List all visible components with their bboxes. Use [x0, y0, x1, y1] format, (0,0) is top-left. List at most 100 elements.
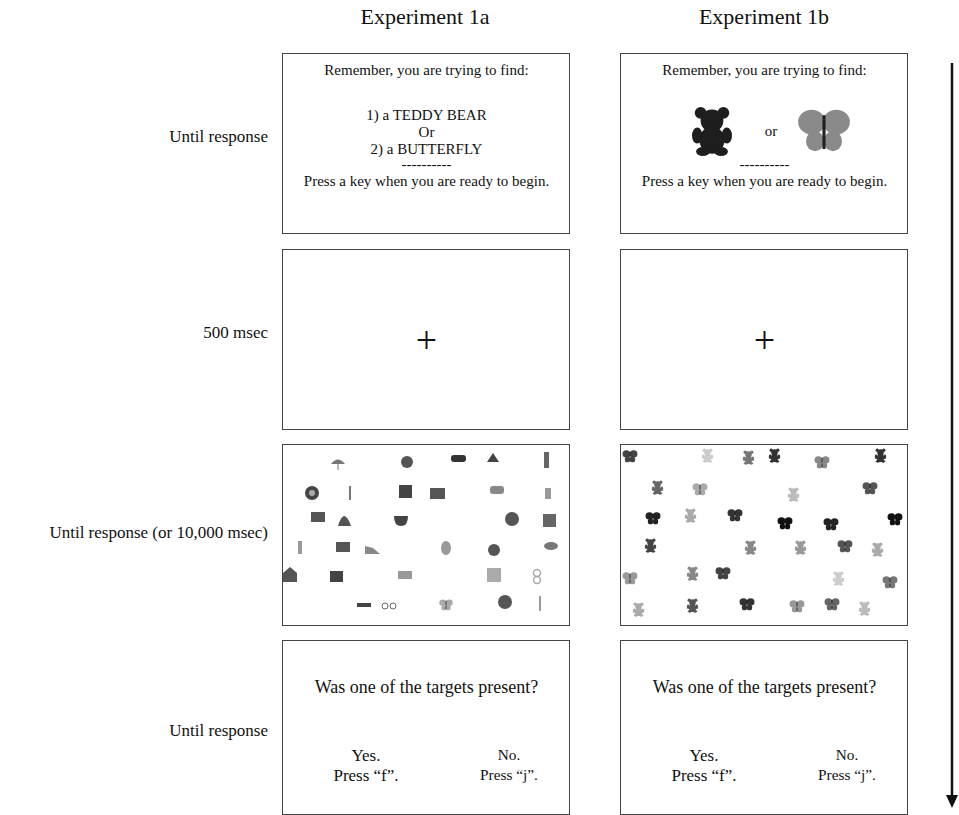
response-screen: Was one of the targets present?Yes.Press…	[282, 640, 570, 815]
response-option: Yes.	[306, 746, 426, 766]
bottle-object	[545, 488, 551, 499]
fixation-cross: +	[288, 319, 565, 361]
clock-object	[487, 568, 501, 582]
instruction-text: Press a key when you are ready to begin.	[301, 172, 552, 190]
butterfly-object	[815, 456, 830, 468]
box-object	[398, 571, 412, 579]
fixation-cross: +	[626, 319, 903, 361]
separator-text: ----------	[288, 155, 565, 173]
instruction-text: or	[746, 122, 796, 140]
butterfly-object	[740, 598, 755, 610]
column-header: Experiment 1a	[361, 4, 490, 30]
tire-object	[309, 490, 315, 496]
target-array	[623, 449, 903, 617]
butterfly-picture	[798, 110, 850, 152]
phone-object	[490, 486, 504, 494]
bike-object	[382, 603, 388, 609]
duration-label: Until response	[169, 126, 268, 147]
search-display-frame	[621, 445, 908, 626]
response-key: Press “f”.	[306, 766, 426, 786]
time-arrowhead	[946, 795, 958, 808]
object-array	[283, 452, 558, 611]
search-display-frame	[283, 445, 570, 626]
phone-object	[330, 571, 343, 582]
response-option: No.	[449, 746, 569, 764]
apple-object	[401, 456, 413, 468]
target-name: 2) a BUTTERFLY	[288, 140, 565, 158]
key-object	[349, 486, 351, 500]
box-object	[399, 485, 412, 498]
response-option: Yes.	[644, 746, 764, 766]
fixation-screen: +	[282, 249, 570, 430]
bowl-object	[394, 516, 408, 526]
butterfly-object	[863, 482, 878, 494]
duration-label: 500 msec	[203, 322, 268, 343]
response-option: No.	[787, 746, 907, 764]
instruction-text: Or	[288, 123, 565, 141]
tire-object	[305, 486, 319, 500]
figure-object	[298, 541, 302, 554]
butterfly-object	[439, 599, 452, 610]
butterfly-object	[824, 518, 839, 530]
umbrella-object	[338, 464, 339, 470]
key-object	[539, 596, 541, 611]
teddy-object	[745, 541, 756, 555]
fixation-screen: +	[620, 249, 908, 430]
response-key: Press “j”.	[449, 766, 569, 784]
column-header: Experiment 1b	[699, 4, 829, 30]
butterfly-object	[728, 509, 743, 521]
fin-object	[338, 516, 351, 526]
teddy-object	[769, 449, 780, 463]
ring-object	[534, 577, 541, 584]
duration-label: Until response (or 10,000 msec)	[49, 522, 268, 543]
bike-object	[390, 603, 396, 609]
teddy-object	[872, 543, 883, 557]
instruction-text: Remember, you are trying to find:	[288, 61, 565, 79]
teddy-object	[645, 539, 656, 553]
teddy-object	[743, 451, 754, 465]
teddy-object	[687, 599, 698, 613]
teddy-object	[702, 449, 713, 463]
duration-label: Until response	[169, 720, 268, 741]
umbrella-object	[331, 460, 345, 465]
butterfly-object	[883, 576, 898, 588]
teddy-object	[633, 603, 644, 617]
teddy-object	[795, 541, 806, 555]
target-name: 1) a TEDDY BEAR	[288, 106, 565, 124]
camera-object	[336, 542, 350, 552]
teddy-object	[652, 481, 663, 495]
teddy-object	[859, 602, 870, 616]
bottle-object	[544, 452, 549, 468]
house-object	[283, 567, 297, 582]
hat-object	[487, 453, 499, 462]
gun-object	[357, 603, 371, 607]
gamepad-object	[451, 455, 466, 462]
butterfly-object	[716, 567, 731, 579]
teddy-object	[685, 509, 696, 523]
instruction-screen: Remember, you are trying to find:or-----…	[620, 53, 908, 234]
butterfly-object	[623, 450, 638, 462]
response-screen: Was one of the targets present?Yes.Press…	[620, 640, 908, 815]
frame-object	[543, 514, 556, 527]
mask-object	[441, 541, 451, 555]
butterfly-object	[693, 483, 708, 495]
instruction-screen: Remember, you are trying to find: 1) a TE…	[282, 53, 570, 234]
question-text: Was one of the targets present?	[288, 676, 565, 698]
response-key: Press “f”.	[644, 766, 764, 786]
teddy-object	[833, 572, 844, 586]
instruction-text: Press a key when you are ready to begin.	[639, 172, 890, 190]
response-key: Press “j”.	[787, 766, 907, 784]
ball-object	[488, 544, 500, 556]
separator-text: ----------	[626, 155, 903, 173]
laptop-object	[311, 512, 325, 522]
ring-object	[534, 570, 541, 577]
apple-object	[498, 595, 512, 609]
teddy-object	[788, 488, 799, 502]
whistle-object	[544, 542, 558, 550]
butterfly-object	[825, 598, 840, 610]
clock-object	[505, 512, 519, 526]
radio-object	[430, 488, 445, 499]
teddy-object	[875, 449, 886, 463]
teddy-bear-picture	[692, 107, 732, 156]
